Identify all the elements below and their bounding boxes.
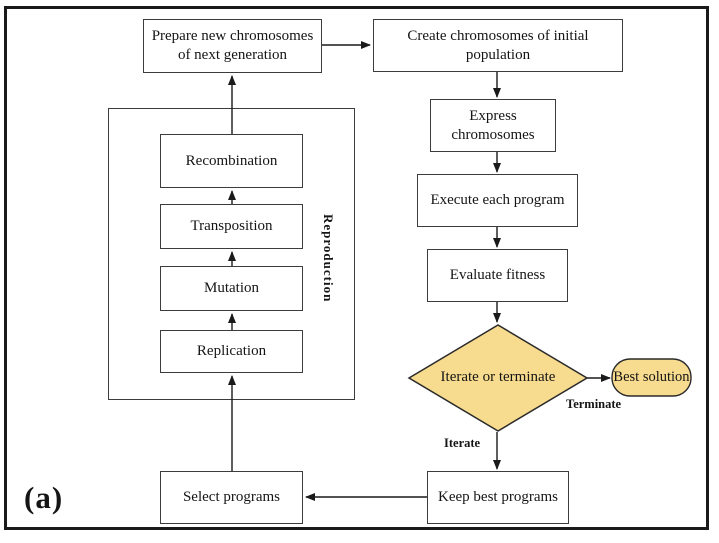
node-replication: Replication xyxy=(160,330,303,373)
figure-label: (a) xyxy=(24,480,64,515)
best-solution-shape xyxy=(611,358,692,397)
node-select-programs: Select programs xyxy=(160,471,303,524)
node-prepare-new-chromosomes: Prepare new chromosomes of next generati… xyxy=(143,19,322,73)
node-label: Mutation xyxy=(204,280,259,297)
node-label: Keep best programs xyxy=(438,489,558,506)
node-transposition: Transposition xyxy=(160,204,303,249)
node-label: Replication xyxy=(196,343,267,360)
node-evaluate-fitness: Evaluate fitness xyxy=(427,249,568,302)
outer-frame xyxy=(4,6,709,530)
node-mutation: Mutation xyxy=(160,266,303,311)
edge-label-terminate: Terminate xyxy=(566,397,622,411)
node-recombination: Recombination xyxy=(160,134,303,188)
node-label: Prepare new chromosomes of next generati… xyxy=(151,28,314,63)
node-keep-best-programs: Keep best programs xyxy=(427,471,569,524)
node-label: Execute each program xyxy=(430,192,565,209)
decision-diamond-shape xyxy=(407,324,589,432)
node-express-chromosomes: Express chromosomes xyxy=(430,99,556,152)
node-label: Create chromosomes of initial population xyxy=(407,27,589,63)
node-label: Recombination xyxy=(185,152,278,169)
node-label: Select programs xyxy=(182,489,281,506)
node-label: Express chromosomes xyxy=(451,107,535,143)
reproduction-group-label: Reproduction xyxy=(321,214,336,303)
node-create-chromosomes: Create chromosomes of initial population xyxy=(373,19,623,72)
node-execute-each-program: Execute each program xyxy=(417,174,578,227)
node-label: Transposition xyxy=(190,218,273,235)
node-label: Evaluate fitness xyxy=(449,267,546,284)
edge-label-iterate: Iterate xyxy=(444,436,481,450)
